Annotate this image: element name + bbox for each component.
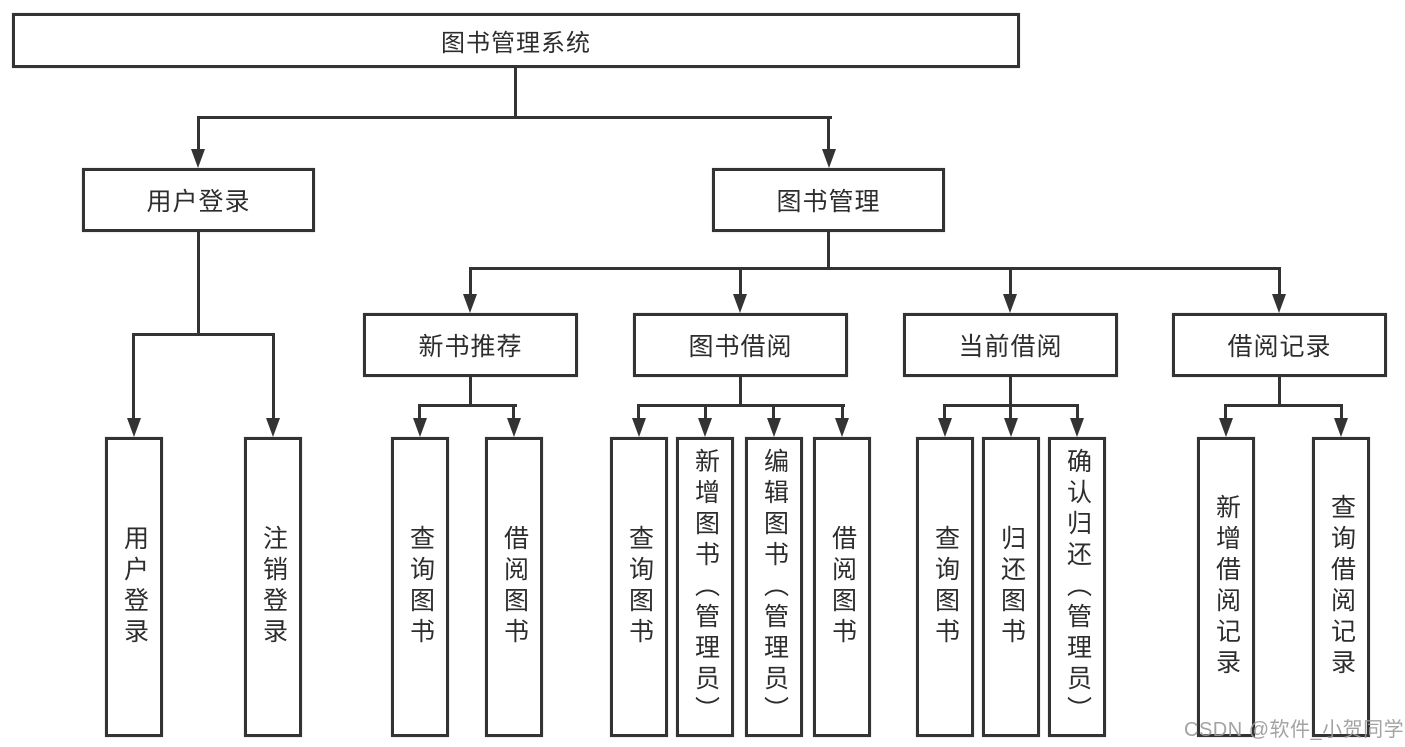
connector-line	[1340, 404, 1343, 421]
connector-line	[1224, 404, 1227, 421]
connector-line	[637, 404, 640, 421]
arrowhead-down-icon	[1334, 418, 1348, 437]
connector-line	[943, 404, 946, 421]
leaf-add-borrow-record: 新增借阅记录	[1197, 437, 1255, 737]
arrowhead-down-icon	[733, 294, 747, 313]
connector-line	[1009, 375, 1012, 407]
connector-line	[1009, 267, 1012, 297]
connector-line	[704, 404, 707, 421]
connector-line	[827, 116, 830, 152]
node-new-book-recommend: 新书推荐	[363, 313, 578, 377]
connector-line	[132, 333, 275, 336]
leaf-logout: 注销登录	[244, 437, 302, 737]
connector-line	[1009, 404, 1012, 421]
node-book-management-branch: 图书管理	[712, 168, 945, 232]
leaf-confirm-return-admin: 确认归还（管理员）	[1048, 437, 1106, 737]
arrowhead-down-icon	[507, 418, 521, 437]
connector-line	[739, 267, 742, 297]
connector-line	[841, 404, 844, 421]
leaf-query-borrow-record: 查询借阅记录	[1312, 437, 1370, 737]
connector-line	[512, 404, 515, 421]
node-root-library-system: 图书管理系统	[12, 13, 1020, 68]
arrowhead-down-icon	[127, 418, 141, 437]
leaf-add-books-admin: 新增图书（管理员）	[676, 437, 734, 737]
connector-line	[1278, 267, 1281, 297]
arrowhead-down-icon	[938, 418, 952, 437]
arrowhead-down-icon	[1003, 294, 1017, 313]
leaf-query-books-recommend: 查询图书	[391, 437, 449, 737]
connector-line	[469, 267, 1281, 270]
arrowhead-down-icon	[822, 149, 836, 168]
node-book-borrowing: 图书借阅	[633, 313, 848, 377]
connector-line	[514, 66, 517, 118]
arrowhead-down-icon	[1272, 294, 1286, 313]
node-current-borrowing: 当前借阅	[903, 313, 1118, 377]
arrowhead-down-icon	[191, 149, 205, 168]
connector-line	[132, 333, 135, 419]
arrowhead-down-icon	[413, 418, 427, 437]
connector-line	[469, 375, 472, 407]
arrowhead-down-icon	[1070, 418, 1084, 437]
connector-line	[637, 404, 845, 407]
leaf-query-books-borrowing: 查询图书	[610, 437, 668, 737]
arrowhead-down-icon	[1219, 418, 1233, 437]
node-user-login-branch: 用户登录	[82, 168, 315, 232]
connector-line	[197, 116, 200, 152]
connector-line	[1278, 375, 1281, 407]
arrowhead-down-icon	[1004, 418, 1018, 437]
arrowhead-down-icon	[835, 418, 849, 437]
connector-line	[197, 230, 200, 336]
connector-line	[772, 404, 775, 421]
connector-line	[827, 230, 830, 270]
connector-line	[418, 404, 517, 407]
connector-line	[197, 116, 832, 119]
arrowhead-down-icon	[698, 418, 712, 437]
connector-line	[1224, 404, 1343, 407]
leaf-borrow-books-borrowing: 借阅图书	[813, 437, 871, 737]
arrowhead-down-icon	[463, 294, 477, 313]
leaf-borrow-books-recommend: 借阅图书	[485, 437, 543, 737]
arrowhead-down-icon	[632, 418, 646, 437]
leaf-query-books-current: 查询图书	[916, 437, 974, 737]
arrowhead-down-icon	[266, 418, 280, 437]
connector-line	[469, 267, 472, 297]
node-borrowing-records: 借阅记录	[1172, 313, 1387, 377]
leaf-user-login: 用户登录	[105, 437, 163, 737]
arrowhead-down-icon	[767, 418, 781, 437]
leaf-return-books: 归还图书	[982, 437, 1040, 737]
connector-line	[272, 333, 275, 419]
connector-line	[739, 375, 742, 407]
connector-line	[1076, 404, 1079, 421]
csdn-watermark: CSDN @软件_小贺同学	[1184, 719, 1405, 741]
leaf-edit-books-admin: 编辑图书（管理员）	[745, 437, 803, 737]
connector-line	[418, 404, 421, 421]
